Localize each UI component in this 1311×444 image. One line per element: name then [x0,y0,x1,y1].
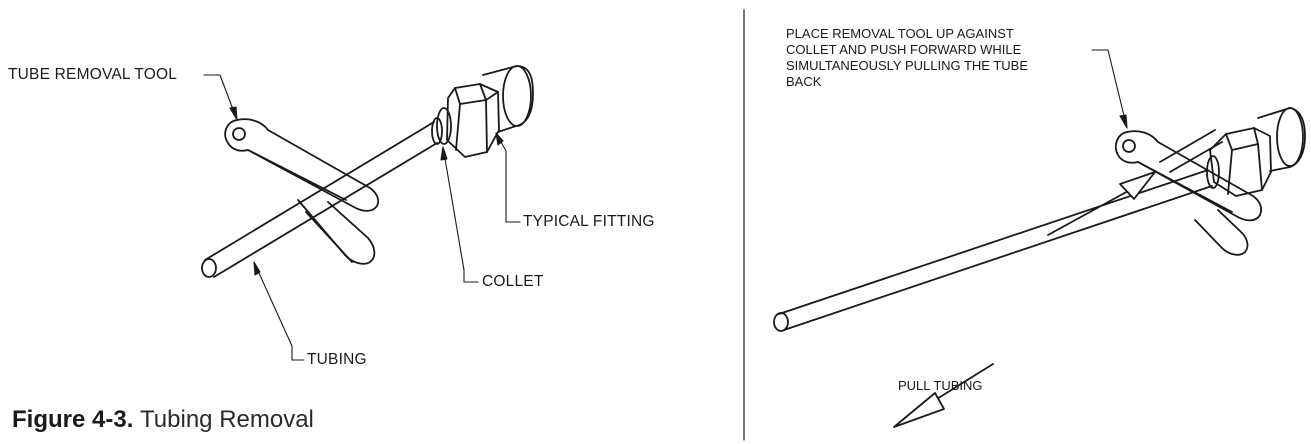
typical-fitting-drawing [431,65,534,158]
push-forward-arrow [1047,171,1156,236]
right-assembly-drawing [773,107,1306,428]
left-leader-lines [203,74,521,361]
tube-removal-tool-drawing [224,118,380,265]
label-collet: COLLET [482,273,544,290]
instruction-line-2: COLLET AND PUSH FORWARD WHILE [786,42,1022,57]
label-pull-tubing: PULL TUBING [898,378,983,393]
figure-title: Tubing Removal [140,406,314,433]
right-fitting-drawing [1206,107,1306,197]
figure-number: Figure 4-3. [12,406,134,433]
right-removal-tool-drawing [1114,129,1263,256]
pull-tubing-arrow [893,363,994,428]
right-leader-line [1091,49,1128,129]
figure-caption: Figure 4-3. Tubing Removal [12,406,314,434]
instruction-line-3: SIMULTANEOUSLY PULLING THE TUBE [786,58,1029,73]
label-tubing: TUBING [307,351,367,368]
label-typical-fitting: TYPICAL FITTING [523,213,655,230]
left-assembly-drawing [201,65,534,278]
tubing-drawing [201,121,438,278]
label-tube-removal-tool: TUBE REMOVAL TOOL [8,66,178,83]
right-tubing-drawing [773,169,1213,332]
instruction-line-4: BACK [786,74,822,89]
instruction-line-1: PLACE REMOVAL TOOL UP AGAINST [786,26,1014,41]
